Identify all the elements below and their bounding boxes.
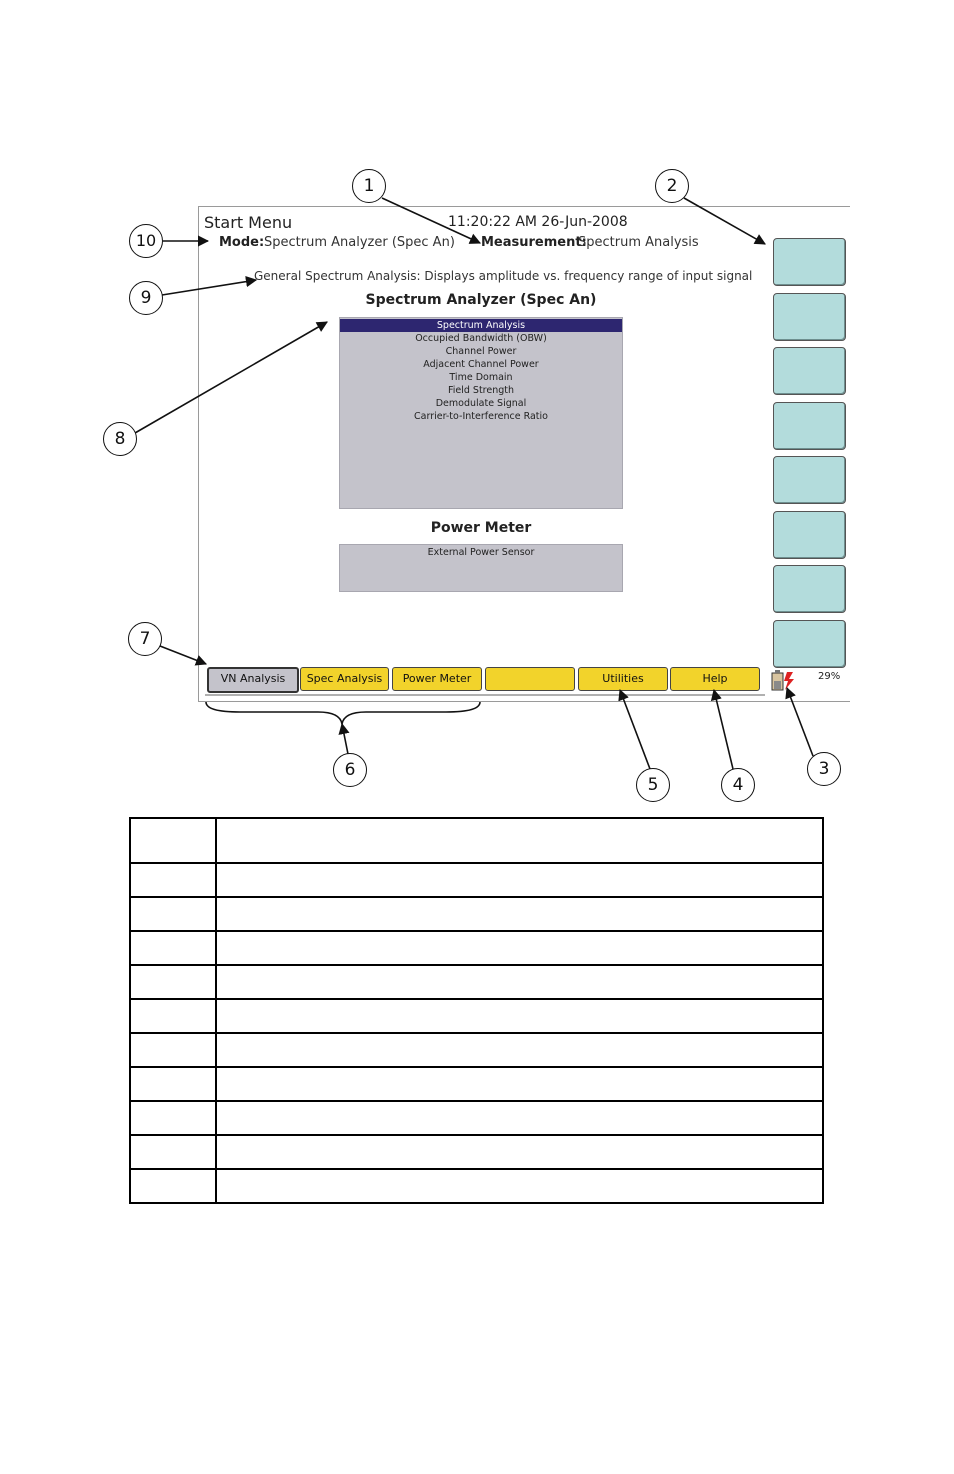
frame-left-line xyxy=(198,206,199,702)
tab-blank[interactable] xyxy=(485,667,575,691)
callout-number-cell xyxy=(129,1168,217,1204)
softkey-4[interactable] xyxy=(773,401,846,450)
arrow-2 xyxy=(683,197,766,245)
tab-help[interactable]: Help xyxy=(670,667,760,691)
table-row xyxy=(129,1168,824,1204)
callout-number-cell xyxy=(129,896,217,932)
description-text: General Spectrum Analysis: Displays ampl… xyxy=(254,269,753,283)
list-item[interactable]: External Power Sensor xyxy=(427,547,535,558)
table-row xyxy=(129,1100,824,1136)
callout-number-cell xyxy=(129,1066,217,1102)
callout-description-cell xyxy=(215,998,824,1034)
callout-description-cell xyxy=(215,862,824,898)
table-row xyxy=(129,998,824,1034)
softkey-3[interactable] xyxy=(773,347,846,395)
softkey-7[interactable] xyxy=(773,565,846,613)
callout-description-cell xyxy=(215,1134,824,1170)
list-item[interactable]: Carrier-to-Interference Ratio xyxy=(414,411,548,422)
list-item[interactable]: Field Strength xyxy=(447,385,515,396)
arrow-8 xyxy=(134,321,328,434)
table-row xyxy=(129,1066,824,1102)
list-item[interactable]: Occupied Bandwidth (OBW) xyxy=(415,333,547,344)
measurement-value: Spectrum Analysis xyxy=(578,235,699,250)
callout-description-cell xyxy=(215,1168,824,1204)
mode-value: Spectrum Analyzer (Spec An) xyxy=(264,235,455,250)
callout-description-cell xyxy=(215,930,824,966)
frame-top-line xyxy=(198,206,850,207)
table-row xyxy=(129,1134,824,1170)
arrow-4 xyxy=(710,688,734,770)
table-row xyxy=(129,862,824,898)
callout-number-cell xyxy=(129,817,217,864)
callout-number-cell xyxy=(129,1134,217,1170)
callout-number-cell xyxy=(129,930,217,966)
power-meter-measurement-list[interactable]: External Power Sensor xyxy=(339,544,623,592)
list-item[interactable]: Spectrum Analysis xyxy=(340,319,622,332)
table-row xyxy=(129,896,824,932)
softkey-1[interactable] xyxy=(773,238,846,286)
softkey-6[interactable] xyxy=(773,510,846,559)
measurement-label: Measurement: xyxy=(481,235,587,250)
softkey-8[interactable] xyxy=(773,619,846,668)
softkey-2[interactable] xyxy=(773,292,846,341)
arrow-1 xyxy=(381,197,482,244)
callout-5: 5 xyxy=(636,768,670,802)
callout-description-cell xyxy=(215,964,824,1000)
list-item[interactable]: Time Domain xyxy=(449,372,513,383)
mode-label: Mode: xyxy=(219,235,265,250)
battery-charging-icon xyxy=(771,670,794,691)
callout-1: 1 xyxy=(352,169,386,203)
timestamp: 11:20:22 AM 26-Jun-2008 xyxy=(448,214,628,230)
spec-an-heading: Spectrum Analyzer (Spec An) xyxy=(365,292,597,308)
annotated-screenshot-figure: Start Menu 11:20:22 AM 26-Jun-2008 Mode:… xyxy=(103,169,850,802)
callout-description-cell xyxy=(215,1100,824,1136)
callout-description-cell xyxy=(215,817,824,864)
callout-number-cell xyxy=(129,1100,217,1136)
table-row xyxy=(129,817,824,864)
table-row xyxy=(129,964,824,1000)
power-meter-heading: Power Meter xyxy=(430,520,532,536)
tab-power-meter[interactable]: Power Meter xyxy=(392,667,482,691)
callout-number-cell xyxy=(129,964,217,1000)
callout-6: 6 xyxy=(333,753,367,787)
arrow-5 xyxy=(618,688,651,770)
callout-3: 3 xyxy=(807,752,841,786)
list-item[interactable]: Adjacent Channel Power xyxy=(423,359,539,370)
callout-10: 10 xyxy=(129,224,163,258)
group-brace xyxy=(205,701,481,725)
table-row xyxy=(129,1032,824,1068)
callout-number-cell xyxy=(129,862,217,898)
arrow-9 xyxy=(161,276,258,296)
arrow-7 xyxy=(159,645,208,666)
callout-7: 7 xyxy=(128,622,162,656)
frame-bottom-line xyxy=(198,701,850,702)
list-item[interactable]: Demodulate Signal xyxy=(435,398,527,409)
arrow-3 xyxy=(785,686,814,757)
callout-legend-table xyxy=(129,817,824,1204)
callout-9: 9 xyxy=(129,281,163,315)
arrow-6 xyxy=(338,722,350,755)
callout-number-cell xyxy=(129,1032,217,1068)
battery-percent: 29% xyxy=(818,671,841,682)
table-row xyxy=(129,930,824,966)
callout-8: 8 xyxy=(103,422,137,456)
tab-spec-analysis[interactable]: Spec Analysis xyxy=(300,667,389,691)
callout-4: 4 xyxy=(721,768,755,802)
softkey-5[interactable] xyxy=(773,456,846,504)
screen-title: Start Menu xyxy=(204,213,293,232)
callout-number-cell xyxy=(129,998,217,1034)
callout-description-cell xyxy=(215,896,824,932)
tab-bar-underline xyxy=(205,694,765,696)
list-item[interactable]: Channel Power xyxy=(445,346,517,357)
callout-description-cell xyxy=(215,1032,824,1068)
callout-arrows xyxy=(134,197,814,770)
callout-2: 2 xyxy=(655,169,689,203)
callout-description-cell xyxy=(215,1066,824,1102)
tab-vn-analysis[interactable]: VN Analysis xyxy=(207,667,299,693)
